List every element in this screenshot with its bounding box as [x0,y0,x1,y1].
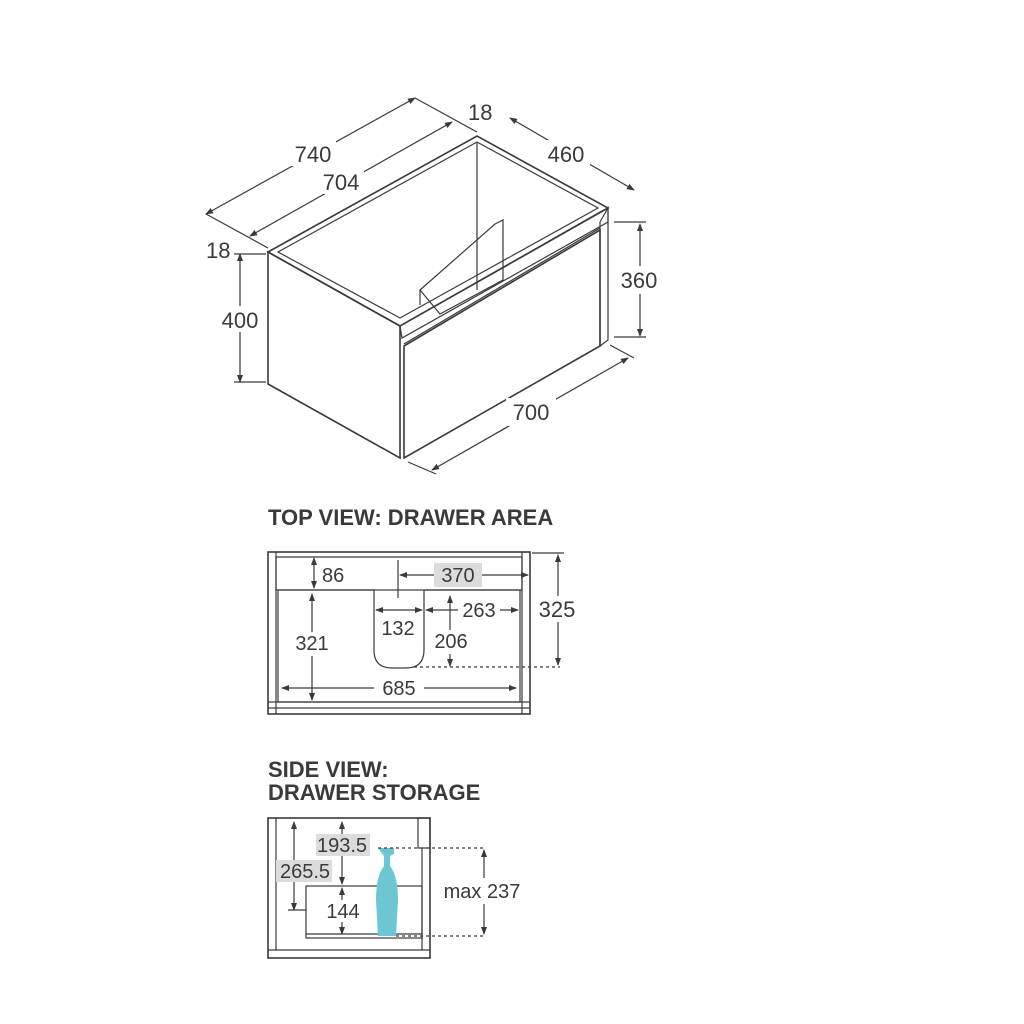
dim-370: 370 [441,565,474,587]
dim-321: 321 [295,633,328,655]
dim-193-5: 193.5 [317,835,367,857]
side-view-heading-line2: DRAWER STORAGE [268,780,480,805]
dim-360: 360 [621,268,658,293]
top-view-heading: TOP VIEW: DRAWER AREA [268,505,553,530]
dim-700: 700 [513,400,550,425]
shaded-plumbing-area [275,556,523,669]
dim-18-left: 18 [206,238,230,263]
dim-18-top: 18 [468,100,492,125]
internal-divider [419,219,504,315]
dim-704: 704 [323,170,360,195]
dim-263: 263 [462,600,495,622]
bottle-icon [376,848,398,936]
dim-86: 86 [322,565,344,587]
dim-max-237: max 237 [444,881,521,903]
side-view-heading-line1: SIDE VIEW: [268,757,389,782]
side-view: SIDE VIEW: DRAWER STORAGE 193.5 265.5 14… [267,757,528,959]
dim-265-5: 265.5 [280,861,330,883]
isometric-view: 740 704 18 18 460 400 360 700 [205,97,664,475]
dim-685: 685 [382,678,415,700]
dim-740: 740 [295,142,332,167]
dim-400: 400 [222,308,259,333]
dim-144: 144 [326,901,359,923]
dim-206: 206 [434,631,467,653]
dim-132: 132 [381,618,414,640]
dim-325: 325 [539,597,576,622]
fluted-drawer-front [403,228,601,460]
dim-460: 460 [548,142,585,167]
drawer-tray [305,885,423,939]
top-view: TOP VIEW: DRAWER AREA 86 370 263 132 206 [267,505,580,715]
